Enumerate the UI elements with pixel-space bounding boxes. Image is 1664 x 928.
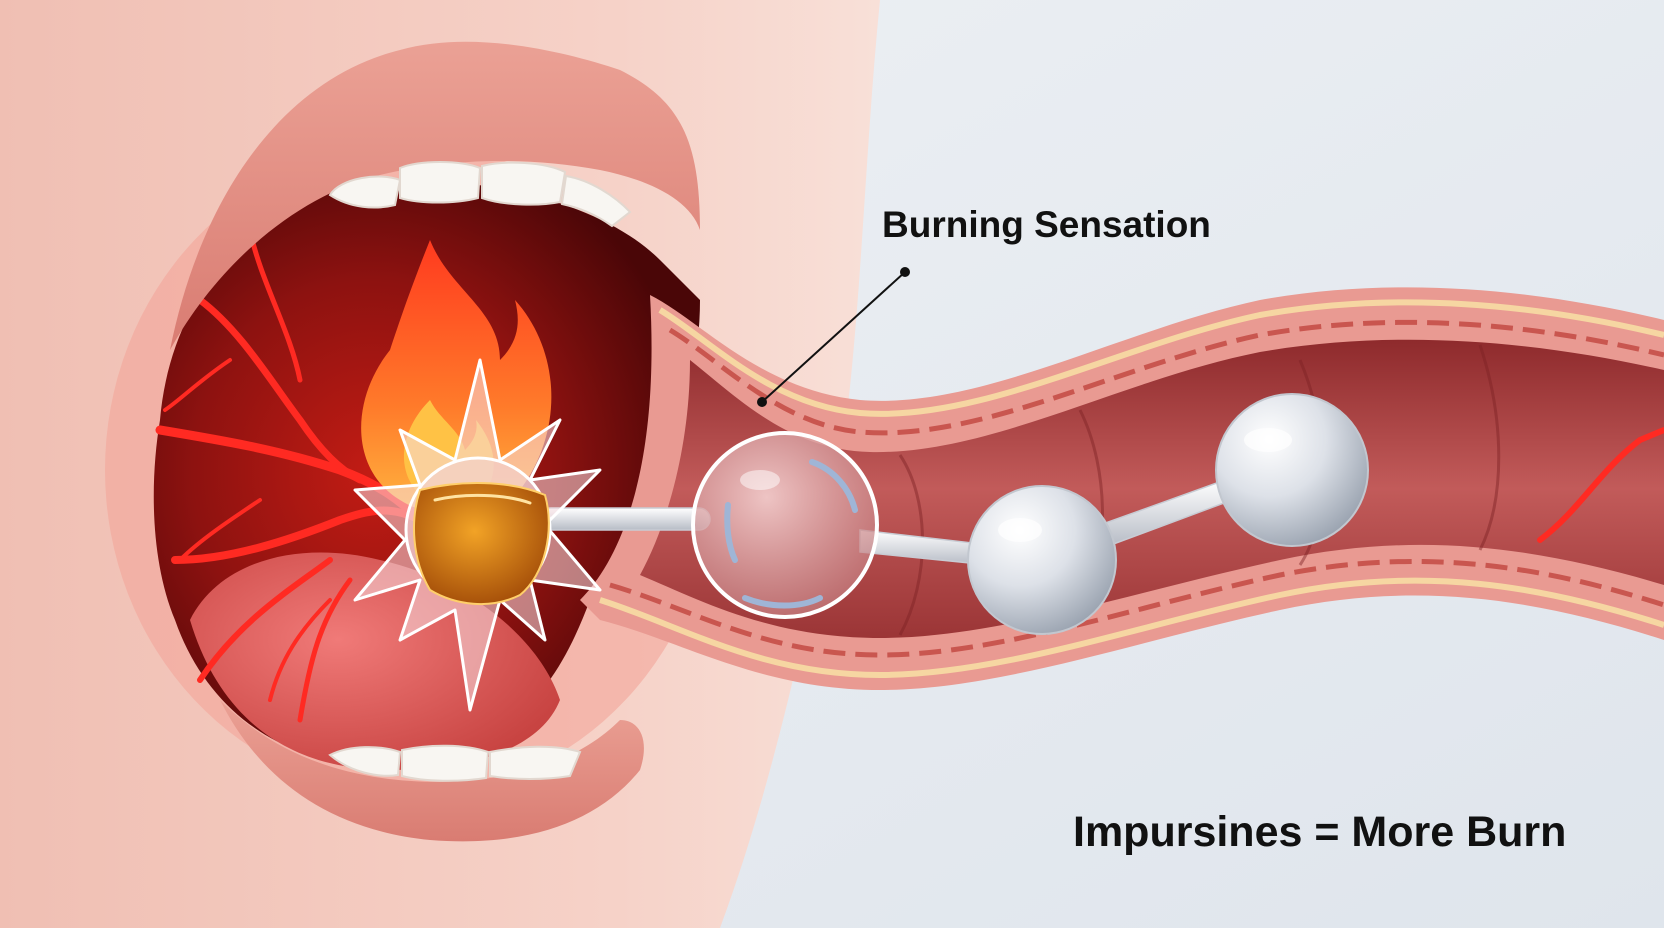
molecule-bonds <box>539 479 1233 566</box>
glass-sphere-icon <box>691 431 879 619</box>
sphere-icon-middle <box>967 485 1117 635</box>
tube-upper-dash <box>668 319 1664 436</box>
tube-vein <box>1537 427 1664 543</box>
lower-teeth <box>328 744 582 782</box>
lower-lip <box>220 700 644 842</box>
tube-upper-stripe <box>658 299 1664 417</box>
sphere-icon-right <box>1215 393 1369 547</box>
callout-pointer <box>757 267 910 407</box>
impurities-formula-label: Impursines = More Burn <box>1073 808 1567 856</box>
tube-lumen <box>640 339 1664 638</box>
impurity-molecule-icon <box>353 358 602 712</box>
burning-sensation-label: Burning Sensation <box>882 204 1211 245</box>
upper-teeth <box>328 161 632 228</box>
upper-lip <box>170 41 700 350</box>
tube-lower-dash <box>609 558 1664 658</box>
tube-lower-stripe <box>599 577 1664 679</box>
